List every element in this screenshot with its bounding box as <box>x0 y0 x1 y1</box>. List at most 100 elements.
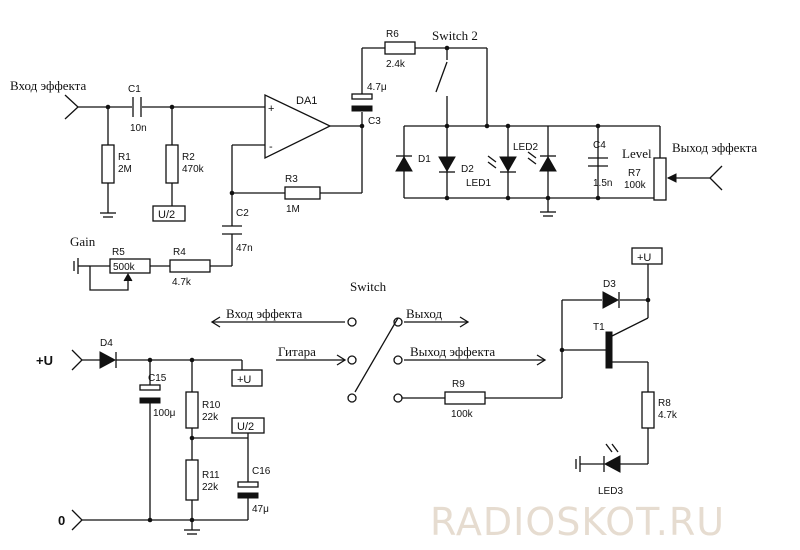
c4-value: 1.5n <box>593 178 612 189</box>
opamp-da1 <box>264 93 332 160</box>
level-label: Level <box>622 146 652 161</box>
r6-value: 2.4k <box>386 59 406 70</box>
opamp-minus: - <box>269 141 273 153</box>
potentiometer-r7 <box>653 157 667 201</box>
junction-t1-base <box>559 347 565 353</box>
c3-value: 4.7μ <box>367 82 387 93</box>
r10-value: 22k <box>202 412 219 423</box>
c1-value: 10n <box>130 123 147 134</box>
input-effect-label: Вход эффекта <box>10 78 87 93</box>
led3-icon <box>603 443 621 473</box>
led3-label: LED3 <box>598 486 623 497</box>
led2-label: LED2 <box>513 142 538 153</box>
plus-u-input-label: +U <box>36 353 53 368</box>
r6-ref: R6 <box>386 29 399 40</box>
resistor-r2 <box>165 144 179 184</box>
r7-ref: R7 <box>628 168 641 179</box>
r2-ref: R2 <box>182 152 195 163</box>
r1-value: 2M <box>118 164 132 175</box>
diode-d2 <box>438 156 456 173</box>
r2-value: 470k <box>182 164 205 175</box>
switch-label: Switch <box>350 279 387 294</box>
capacitor-c15 <box>139 384 161 404</box>
resistor-r1 <box>101 144 115 184</box>
plus-u-right-label: +U <box>637 252 651 264</box>
resistor-r6 <box>384 41 416 55</box>
sw-guitar-label: Гитара <box>278 344 316 359</box>
d1-label: D1 <box>418 154 431 165</box>
power-wires <box>71 349 249 535</box>
sw-output-effect-label: Выход эффекта <box>410 344 495 359</box>
gain-label: Gain <box>70 234 96 249</box>
output-effect-label: Выход эффекта <box>672 140 757 155</box>
da1-label: DA1 <box>296 95 317 107</box>
led1-label: LED1 <box>466 178 491 189</box>
resistor-r5 <box>109 258 151 274</box>
top-wires <box>64 47 723 291</box>
sw-input-effect-label: Вход эффекта <box>226 306 303 321</box>
zero-label: 0 <box>58 513 65 528</box>
resistor-r11 <box>185 459 199 501</box>
resistor-r3 <box>284 186 321 200</box>
watermark: RADIOSKOT.RU <box>430 500 725 544</box>
r1-ref: R1 <box>118 152 131 163</box>
diode-d4 <box>99 351 117 369</box>
c2-value: 47n <box>236 243 253 254</box>
r3-value: 1M <box>286 204 300 215</box>
r4-value: 4.7k <box>172 277 192 288</box>
r8-ref: R8 <box>658 398 671 409</box>
junction-dots-top <box>105 45 601 201</box>
resistor-r4 <box>169 259 211 273</box>
resistor-r8 <box>641 391 655 429</box>
c16-ref: C16 <box>252 466 271 477</box>
u2-top-label: U/2 <box>158 209 175 221</box>
plus-u-box-right <box>631 247 663 265</box>
capacitor-c4 <box>588 157 608 167</box>
switch2-label: Switch 2 <box>432 28 478 43</box>
junction-d3-out <box>645 297 651 303</box>
resistor-r10 <box>185 391 199 429</box>
indicator-wires <box>561 264 649 472</box>
d4-label: D4 <box>100 338 113 349</box>
r9-value: 100k <box>451 409 474 420</box>
r5-ref: R5 <box>112 247 125 258</box>
c3-ref: C3 <box>368 116 381 127</box>
r7-value: 100k <box>624 180 647 191</box>
r3-ref: R3 <box>285 174 298 185</box>
resistor-r9 <box>444 391 486 405</box>
r11-ref: R11 <box>202 470 220 481</box>
r5-value: 500k <box>113 262 136 273</box>
c15-value: 100μ <box>153 408 176 419</box>
d2-label: D2 <box>461 164 474 175</box>
c16-value: 47μ <box>252 504 269 515</box>
transistor-t1 <box>605 331 613 369</box>
capacitor-c2 <box>222 225 242 235</box>
capacitor-c1 <box>132 97 142 117</box>
junction-dots-power <box>147 357 195 523</box>
diode-d3 <box>602 291 620 309</box>
u2-box-top <box>152 205 186 222</box>
plus-u-bottom-label: +U <box>237 374 251 386</box>
capacitor-c3 <box>351 93 373 112</box>
d3-label: D3 <box>603 279 616 290</box>
c4-ref: C4 <box>593 140 606 151</box>
capacitor-c16 <box>237 481 259 499</box>
diode-d1 <box>395 155 413 172</box>
switch-contacts <box>347 317 403 403</box>
r4-ref: R4 <box>173 247 186 258</box>
c2-ref: C2 <box>236 208 249 219</box>
r7-wiper-arrow <box>666 173 677 183</box>
c1-ref: C1 <box>128 84 141 95</box>
r11-value: 22k <box>202 482 219 493</box>
sw-output-label: Выход <box>406 306 443 321</box>
led1-icon <box>487 155 517 173</box>
u2-bottom-label: U/2 <box>237 421 254 433</box>
r9-ref: R9 <box>452 379 465 390</box>
r10-ref: R10 <box>202 400 221 411</box>
led2-icon <box>527 151 557 172</box>
t1-label: T1 <box>593 322 605 333</box>
opamp-plus: + <box>268 103 274 115</box>
c15-ref: C15 <box>148 373 167 384</box>
r8-value: 4.7k <box>658 410 678 421</box>
